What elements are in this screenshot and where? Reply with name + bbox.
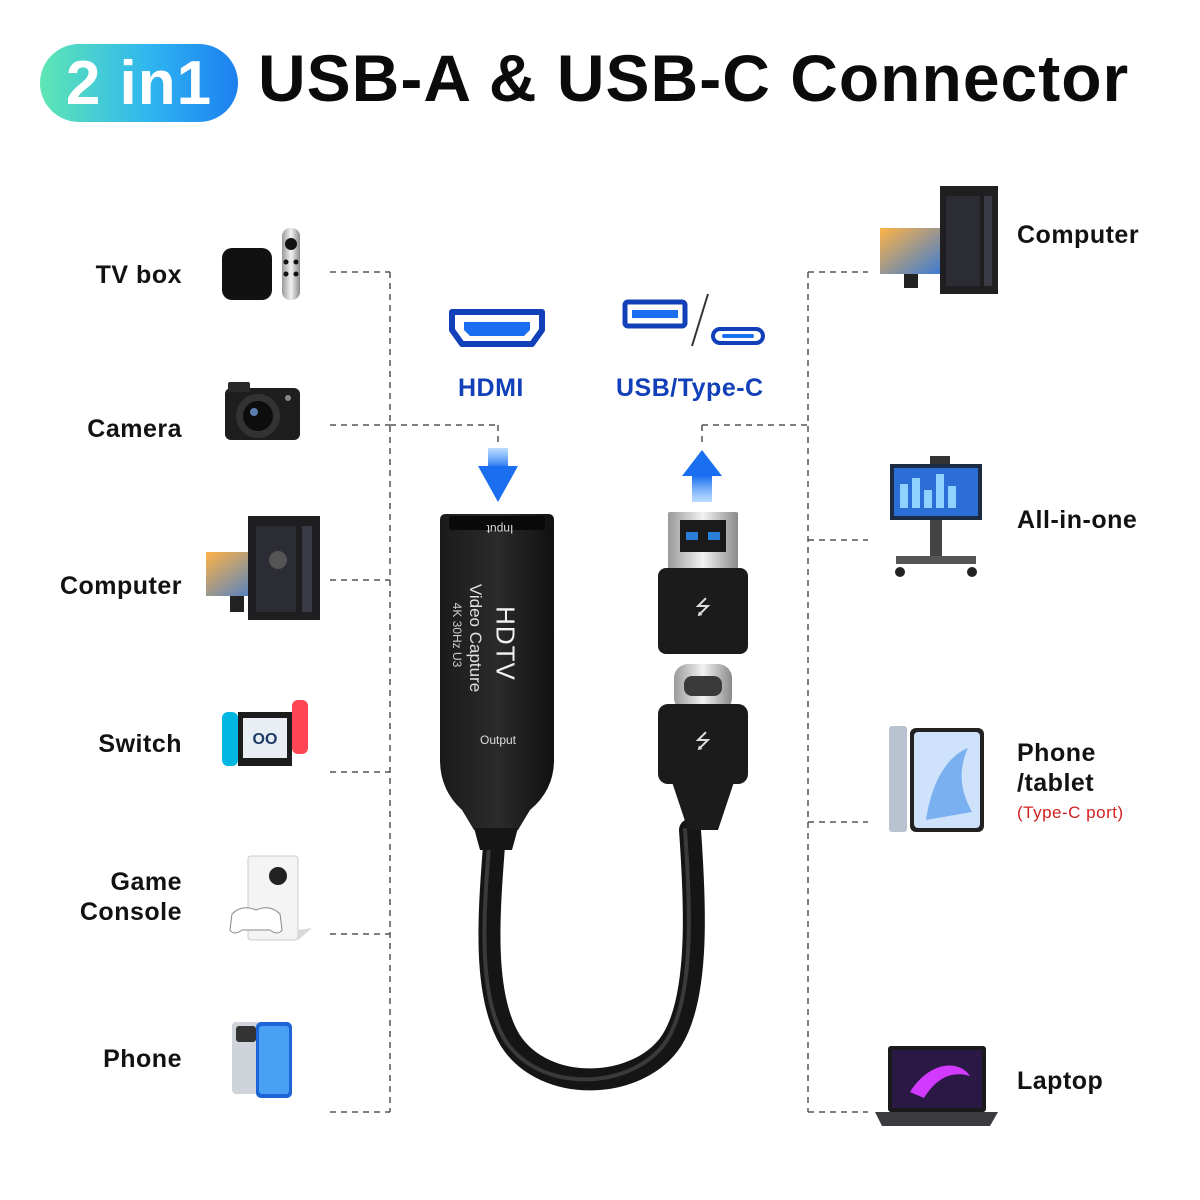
left-connectors (330, 271, 499, 1113)
device-spec: 4K 30Hz U3 (450, 602, 464, 668)
game-switch-icon: OO (222, 700, 308, 766)
right-label-tablet-line2: /tablet (1017, 769, 1095, 797)
right-connectors (701, 271, 868, 1113)
down-arrow-icon (478, 448, 518, 502)
right-label-tablet: Phone /tablet (Type-C port) (1017, 738, 1197, 828)
usb-symbol-icon: ⭍ (695, 595, 712, 619)
up-arrow-icon (682, 450, 722, 502)
laptop-icon (875, 1046, 998, 1126)
device-name: Video Capture (466, 583, 485, 693)
game-console-icon (229, 855, 312, 941)
usb-symbol-icon: ⭍ (695, 729, 712, 753)
hdmi-label: HDMI (458, 374, 524, 402)
usb-type-c-label: USB/Type-C (616, 374, 764, 402)
hdmi-port-icon (449, 309, 545, 347)
hdmi-input-slot (449, 516, 545, 530)
left-label-tvbox: TV box (95, 261, 182, 289)
tablet-icon (889, 726, 984, 832)
right-label-tablet-line1: Phone (1017, 739, 1096, 767)
left-label-camera: Camera (87, 415, 182, 443)
all-in-one-icon (890, 456, 982, 577)
tv-box-icon (222, 228, 300, 300)
usb-c-port-icon (711, 327, 765, 345)
left-label-computer: Computer (59, 572, 182, 600)
port-separator (691, 293, 709, 347)
left-label-console-line1: Game (110, 868, 182, 896)
desktop-computer-icon (206, 516, 320, 620)
usb-a-plug: ⭍ (658, 512, 748, 654)
usb-c-plug: ⭍ (658, 664, 748, 830)
left-label-phone: Phone (103, 1045, 182, 1073)
phone-icon (232, 1022, 292, 1098)
type-c-port-note: (Type-C port) (1017, 803, 1124, 822)
desktop-computer-icon (880, 186, 998, 294)
camera-icon (225, 382, 300, 440)
svg-text:OO: OO (253, 731, 278, 748)
right-label-computer: Computer (1017, 221, 1140, 249)
header-badge: 2 in1 (40, 44, 238, 122)
usb-a-port-icon (622, 299, 688, 329)
capture-cable (478, 809, 705, 1091)
device-input-label: Input (486, 522, 514, 536)
device-output-label: Output (479, 733, 517, 747)
device-brand: HDTV (490, 606, 521, 681)
page-title: USB-A & USB-C Connector (258, 41, 1130, 115)
left-label-console: Game Console (12, 867, 182, 927)
capture-device (440, 514, 554, 850)
left-label-console-line2: Console (79, 898, 182, 926)
header-badge-text: 2 in1 (65, 48, 213, 118)
right-label-laptop: Laptop (1017, 1067, 1104, 1095)
left-label-switch: Switch (98, 730, 182, 758)
right-label-allinone: All-in-one (1017, 506, 1138, 534)
